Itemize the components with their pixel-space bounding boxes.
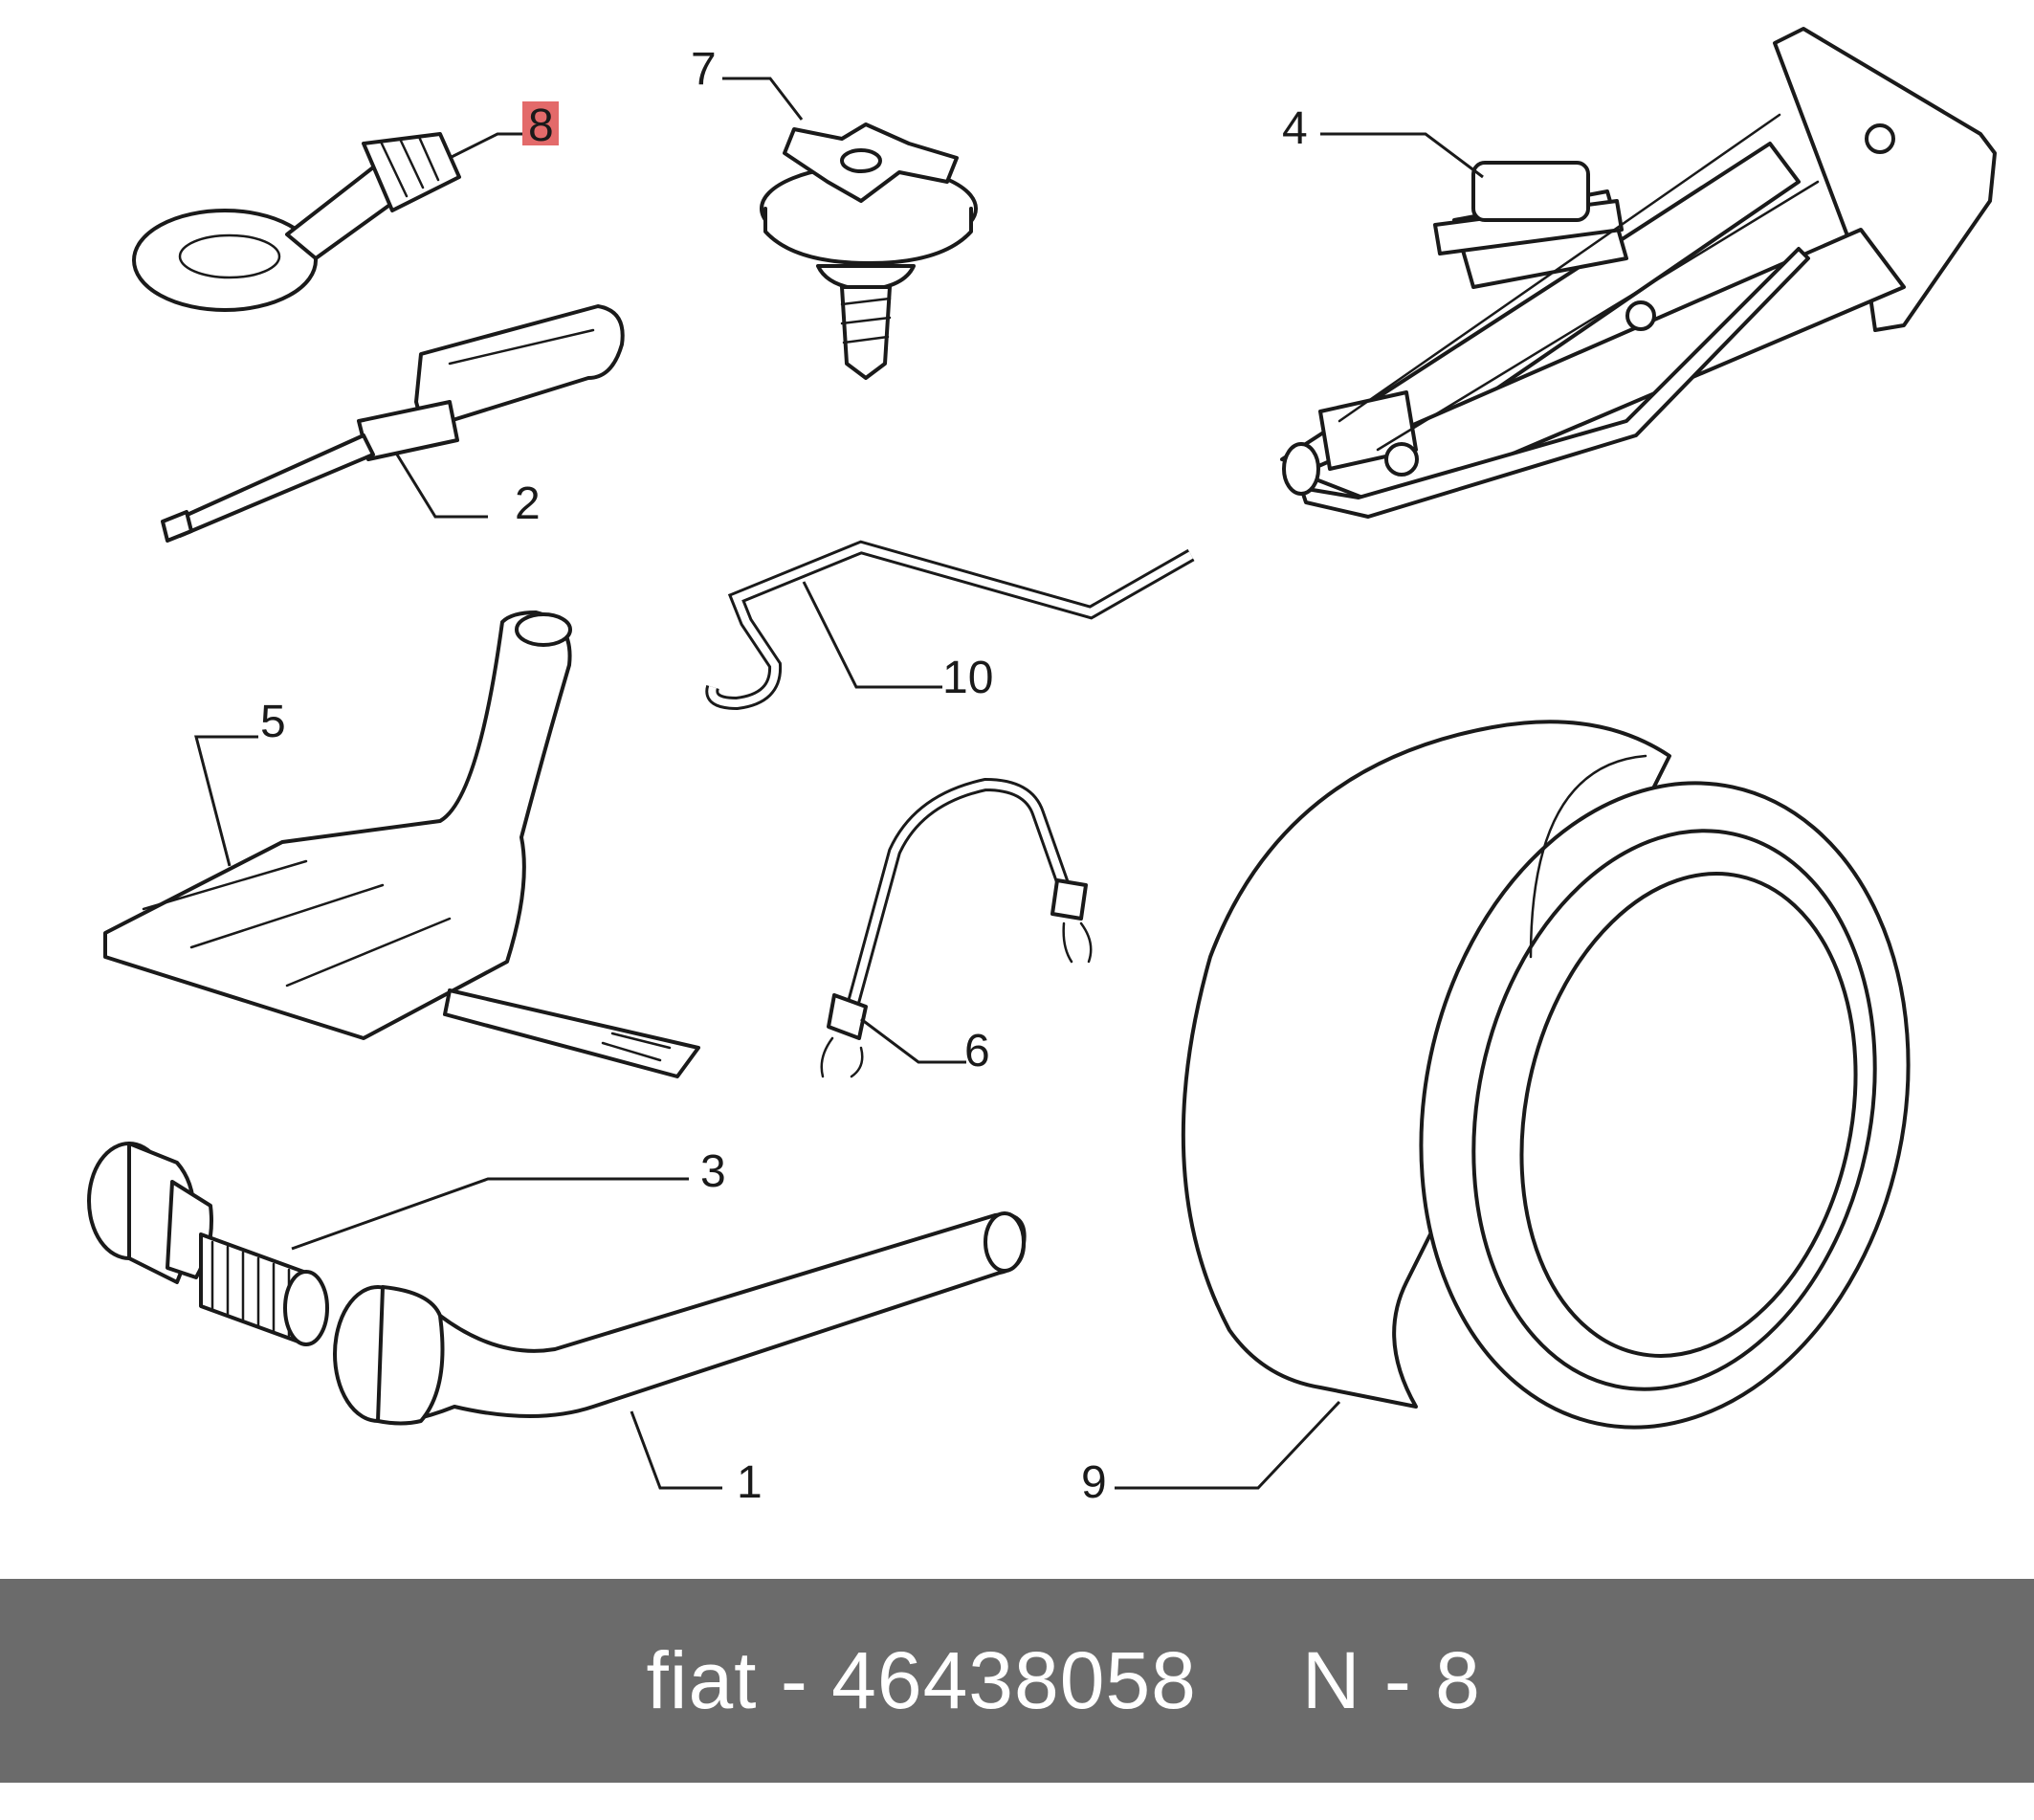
leader-1: [630, 1410, 722, 1490]
leader-9: [1115, 1400, 1341, 1490]
spare-tyre-part: [1181, 720, 1911, 1430]
footer-bar: fiat - 46438058 N - 8: [0, 1579, 2034, 1783]
wire-bracket-part: [820, 777, 1093, 1078]
footer-part-number: fiat - 46438058: [646, 1635, 1197, 1725]
leader-4: [1320, 132, 1484, 179]
socket-adapter-part: [87, 1142, 329, 1346]
callout-5: 5: [260, 697, 286, 747]
scissor-jack-part: [1280, 27, 1997, 519]
leader-2: [395, 454, 488, 519]
tool-tray-part: [103, 610, 700, 1078]
callout-6: 6: [964, 1026, 990, 1076]
leader-7: [722, 77, 804, 121]
footer-reference: N - 8: [1301, 1635, 1481, 1725]
wire-hook-part: [705, 540, 1195, 711]
callout-4: 4: [1282, 103, 1308, 154]
wing-bolt-part: [760, 122, 978, 380]
wheel-wrench-part: [333, 1211, 1027, 1426]
callout-10: 10: [942, 653, 993, 703]
callout-8: 8: [528, 100, 554, 151]
leader-6: [860, 1017, 966, 1064]
leader-8: [449, 132, 526, 160]
screwdriver-part: [161, 304, 625, 543]
leader-10: [802, 581, 942, 689]
callout-9: 9: [1081, 1457, 1107, 1508]
towing-eye-part: [132, 132, 461, 312]
callout-1: 1: [737, 1457, 763, 1508]
callout-highlight: [522, 101, 559, 145]
leader-5: [194, 735, 258, 867]
parts-diagram: 8 7 4 2 10 5 6 3 1 9: [87, 27, 1997, 1508]
callout-2: 2: [515, 478, 541, 529]
leader-3: [291, 1177, 689, 1251]
callout-7: 7: [691, 44, 717, 95]
callout-3: 3: [700, 1146, 726, 1197]
